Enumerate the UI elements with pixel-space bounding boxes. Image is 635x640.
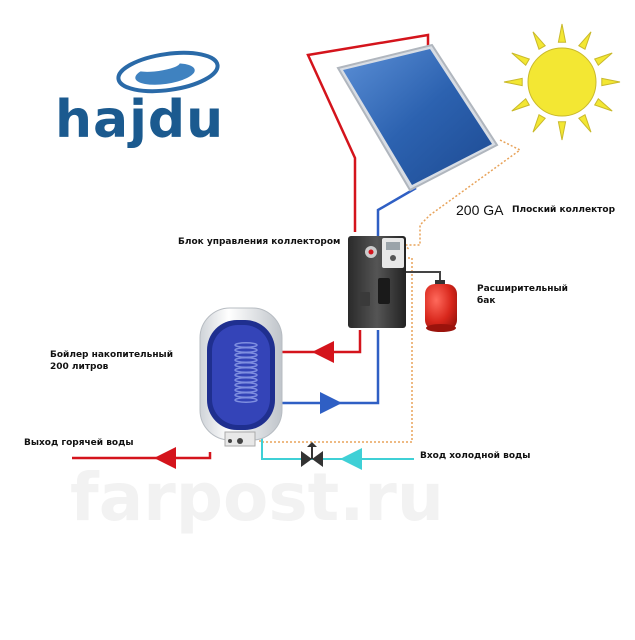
expansion-tank-label-line1: Расширительный <box>477 284 568 294</box>
collector-label: Плоский коллектор <box>512 205 616 215</box>
boiler-tank-icon <box>199 307 283 447</box>
solar-panel-icon <box>336 43 499 192</box>
arrow-cold-return <box>320 392 342 414</box>
valve-icon <box>301 442 323 467</box>
controller-label: Блок управления коллектором <box>178 237 341 247</box>
model-label: 200 GA <box>456 202 504 218</box>
brand-logo-text: hajdu <box>55 90 225 150</box>
boiler-label-line2: 200 литров <box>50 362 109 372</box>
watermark: farpost.ru <box>70 459 444 536</box>
sun-icon <box>503 23 621 141</box>
hot-pipe <box>72 33 430 460</box>
expansion-tank-label-line2: бак <box>477 296 496 306</box>
expansion-tank-icon <box>425 280 457 332</box>
boiler-label-line1: Бойлер накопительный <box>50 350 173 360</box>
arrow-hot-boiler <box>312 341 334 363</box>
cold-pipe <box>282 186 417 405</box>
flow-arrow-icon <box>154 341 362 470</box>
arrow-cold-in <box>340 448 362 470</box>
hot-water-out-label: Выход горячей воды <box>24 438 134 448</box>
cold-water-in-label: Вход холодной воды <box>420 451 531 461</box>
tank-connector <box>405 271 441 282</box>
controller-unit-icon <box>348 236 406 328</box>
arrow-hot-out <box>154 447 176 469</box>
cold-water-pipe <box>261 432 414 460</box>
swoosh-ellipse-icon <box>116 50 220 94</box>
